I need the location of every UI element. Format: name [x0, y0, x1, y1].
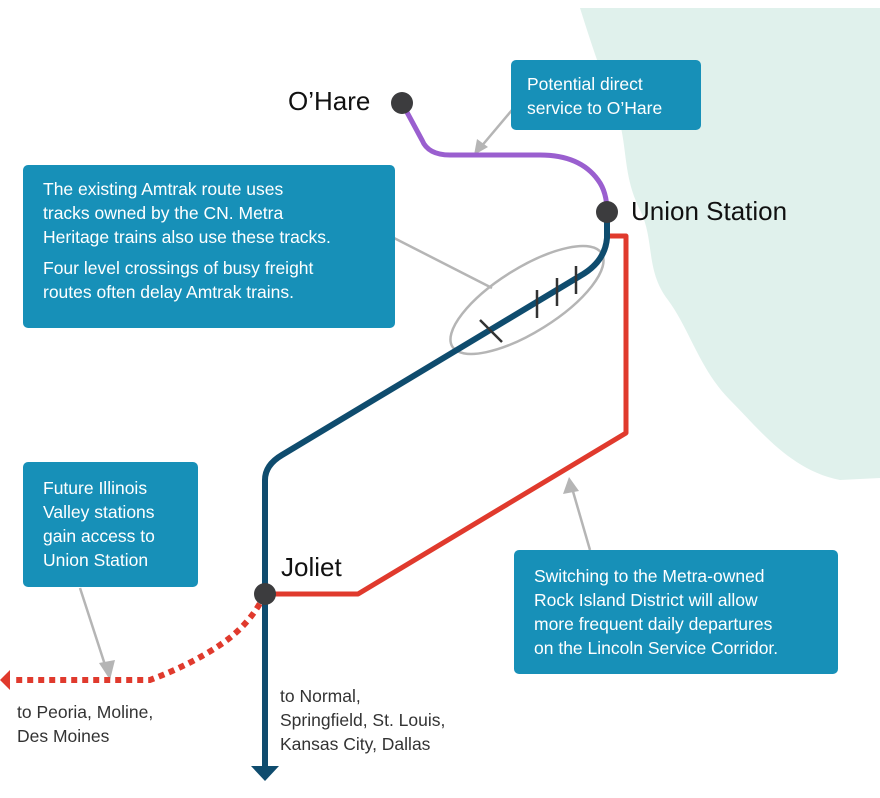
- destination-text: to Normal,: [280, 686, 361, 706]
- rock-island-route-line: [265, 233, 629, 597]
- callout-text: Four level crossings of busy freight: [43, 258, 314, 278]
- callout-text: gain access to: [43, 526, 155, 546]
- callout-text: Potential direct: [527, 74, 643, 94]
- callout-paragraph-tracks: The existing Amtrak route uses tracks ow…: [43, 177, 375, 249]
- callout-text: Rock Island District will allow: [534, 590, 758, 610]
- future-illinois-valley-route-line: [12, 592, 268, 683]
- amtrak-route-line: [262, 212, 610, 768]
- callout-text: Valley stations: [43, 502, 155, 522]
- callout-illinois-valley: Future Illinois Valley stations gain acc…: [23, 462, 198, 587]
- callout-amtrak-route: The existing Amtrak route uses tracks ow…: [23, 165, 395, 328]
- callout-rock-island: Switching to the Metra-owned Rock Island…: [514, 550, 838, 674]
- callout-text: service to O’Hare: [527, 98, 663, 118]
- station-label-union-station[interactable]: Union Station: [631, 196, 788, 226]
- leader-illinois-valley: [78, 587, 108, 669]
- callout-text: Union Station: [43, 550, 149, 570]
- leader-amtrak: [393, 236, 493, 290]
- callout-paragraph-crossings: Four level crossings of busy freight rou…: [43, 256, 375, 304]
- level-crossings-highlight: [449, 244, 605, 356]
- station-union-dot[interactable]: [596, 201, 618, 223]
- destination-text: Kansas City, Dallas: [280, 734, 431, 754]
- leader-ohare: [479, 109, 513, 149]
- destination-south: to Normal, Springfield, St. Louis, Kansa…: [280, 684, 445, 756]
- callout-ohare-direct: Potential direct service to O’Hare: [511, 60, 701, 130]
- arrow-rock-island-icon: [563, 477, 579, 494]
- callout-text: The existing Amtrak route uses: [43, 179, 284, 199]
- station-joliet-dot[interactable]: [254, 583, 276, 605]
- arrow-ohare-icon: [474, 139, 488, 155]
- station-label-joliet[interactable]: Joliet: [281, 552, 342, 582]
- destination-text: Springfield, St. Louis,: [280, 710, 446, 730]
- callout-text: tracks owned by the CN. Metra: [43, 203, 284, 223]
- destination-west: to Peoria, Moline, Des Moines: [17, 700, 153, 748]
- callout-text: on the Lincoln Service Corridor.: [534, 638, 779, 658]
- callout-text: Future Illinois: [43, 478, 148, 498]
- callout-text: more frequent daily departures: [534, 614, 773, 634]
- leader-rock-island: [570, 487, 592, 551]
- ohare-route-line: [399, 101, 610, 213]
- west-arrow-icon: [0, 670, 10, 690]
- callout-text: Heritage trains also use these tracks.: [43, 227, 331, 247]
- callout-text: Switching to the Metra-owned: [534, 566, 765, 586]
- crossing-mark: [479, 319, 503, 343]
- callout-text: routes often delay Amtrak trains.: [43, 282, 294, 302]
- arrow-illinois-valley-icon: [99, 660, 115, 680]
- south-arrow-icon: [251, 766, 279, 781]
- destination-text: Des Moines: [17, 726, 110, 746]
- station-label-ohare[interactable]: O’Hare: [288, 86, 371, 116]
- station-ohare-dot[interactable]: [391, 92, 413, 114]
- destination-text: to Peoria, Moline,: [17, 702, 154, 722]
